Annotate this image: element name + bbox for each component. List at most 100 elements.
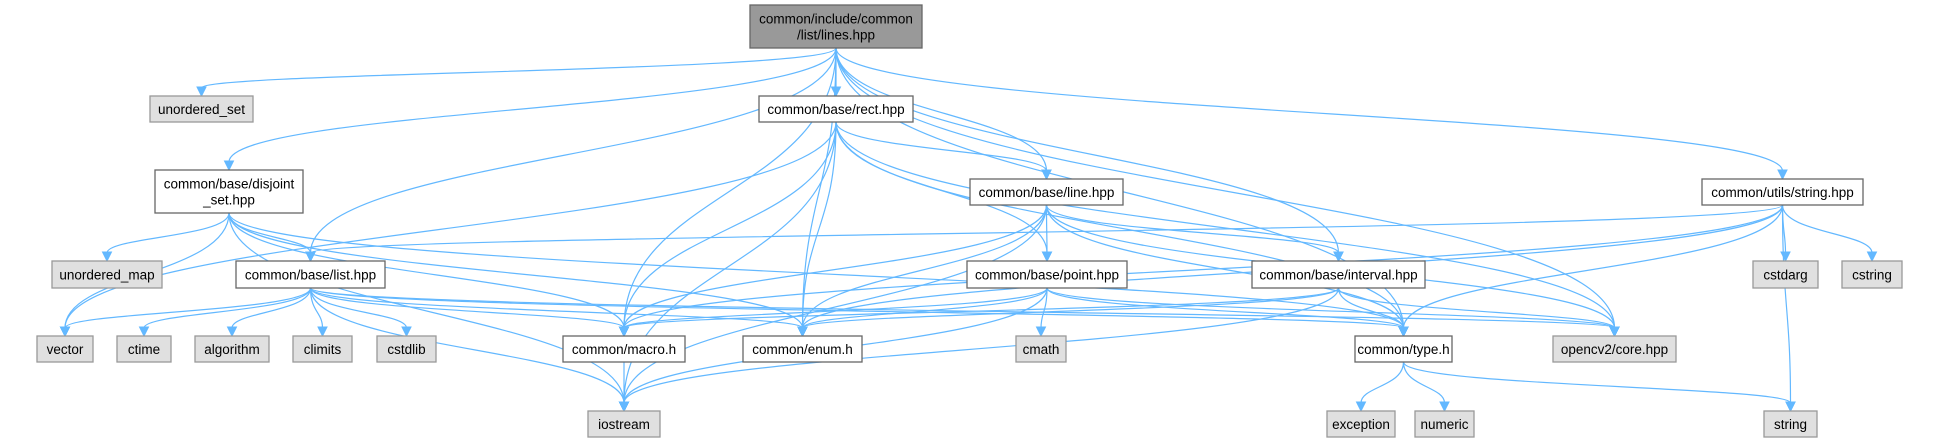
- edge-strutil-to-cstring: [1781, 204, 1873, 254]
- arrowhead-macro-to-iostream: [618, 401, 630, 413]
- node-cmath: cmath: [1015, 335, 1067, 363]
- node-cstring-label: cstring: [1852, 268, 1892, 283]
- node-cmath-box: [1015, 335, 1067, 363]
- node-algorithm-box: [194, 335, 270, 363]
- node-disjoint-label: _set.hpp: [202, 193, 255, 208]
- node-uset-label: unordered_set: [158, 102, 245, 117]
- node-lines-box: [749, 4, 923, 49]
- node-exception: exception: [1326, 410, 1396, 438]
- node-opencv: opencv2/core.hpp: [1552, 335, 1677, 363]
- arrowhead-type-to-exception: [1355, 401, 1367, 413]
- node-numeric-box: [1414, 410, 1475, 438]
- node-macro[interactable]: common/macro.h: [562, 335, 686, 363]
- node-numeric-label: numeric: [1420, 417, 1468, 432]
- edge-line-to-iostream: [623, 204, 1048, 404]
- arrowhead-strutil-to-cstring: [1866, 251, 1878, 263]
- arrowhead-lines-to-disjoint: [223, 160, 235, 172]
- edge-interval-to-opencv: [1337, 287, 1616, 329]
- node-iostream-box: [587, 410, 661, 438]
- node-cstdlib-label: cstdlib: [387, 342, 425, 357]
- arrowhead-lines-to-rect: [830, 86, 842, 98]
- arrowhead-lines-to-strutil: [1777, 169, 1788, 181]
- node-line-box: [969, 178, 1124, 206]
- edge-disjoint-to-macro: [228, 212, 625, 329]
- edge-rect-to-opencv: [835, 121, 1616, 329]
- node-interval-box: [1251, 260, 1426, 289]
- edge-list-to-ctime: [143, 287, 312, 329]
- node-list-label: common/base/list.hpp: [245, 268, 376, 283]
- node-rect-box: [758, 95, 914, 123]
- edge-rect-to-enum: [801, 121, 837, 329]
- node-disjoint-label: common/base/disjoint: [164, 177, 295, 192]
- node-strutil[interactable]: common/utils/string.hpp: [1701, 178, 1864, 206]
- edge-list-to-vector: [64, 287, 312, 329]
- node-numeric: numeric: [1414, 410, 1475, 438]
- edge-list-to-type: [309, 287, 1405, 329]
- edge-lines-to-line: [835, 47, 1048, 172]
- node-umap: unordered_map: [51, 260, 163, 289]
- node-line[interactable]: common/base/line.hpp: [969, 178, 1124, 206]
- node-enum[interactable]: common/enum.h: [742, 335, 863, 363]
- arrowhead-lines-to-uset: [196, 86, 207, 98]
- edge-rect-to-type: [835, 121, 1405, 329]
- node-rect[interactable]: common/base/rect.hpp: [758, 95, 914, 123]
- edge-interval-to-type: [1337, 287, 1405, 329]
- node-ctime: ctime: [116, 335, 172, 363]
- node-interval[interactable]: common/base/interval.hpp: [1251, 260, 1426, 289]
- arrowhead-point-to-cmath: [1035, 326, 1047, 338]
- edge-list-to-macro: [309, 287, 625, 329]
- node-exception-label: exception: [1332, 417, 1390, 432]
- edge-lines-to-disjoint: [228, 47, 837, 163]
- node-lines-label: common/include/common: [759, 12, 913, 27]
- edge-type-to-numeric: [1402, 361, 1446, 404]
- node-string: string: [1763, 410, 1818, 438]
- edges-layer: [59, 47, 1878, 413]
- arrowhead-interval-to-macro: [618, 326, 630, 338]
- node-macro-box: [562, 335, 686, 363]
- node-list-box: [235, 260, 386, 289]
- arrowhead-list-to-climits: [317, 326, 328, 338]
- node-cstdlib: cstdlib: [376, 335, 437, 363]
- arrowhead-line-to-interval: [1333, 251, 1344, 263]
- node-cstdlib-box: [376, 335, 437, 363]
- node-point-label: common/base/point.hpp: [975, 268, 1119, 283]
- arrowhead-type-to-string: [1785, 401, 1796, 413]
- edge-disjoint-to-umap: [106, 212, 230, 254]
- arrowhead-list-to-cstdlib: [401, 326, 412, 338]
- edge-lines-to-strutil: [835, 47, 1784, 172]
- arrowhead-interval-to-opencv: [1609, 326, 1620, 338]
- node-lines[interactable]: common/include/common/list/lines.hpp: [749, 4, 923, 49]
- edge-list-to-iostream: [309, 287, 625, 404]
- node-line-label: common/base/line.hpp: [979, 185, 1115, 200]
- arrowhead-interval-to-enum: [797, 326, 808, 338]
- edge-disjoint-to-iostream: [228, 212, 625, 404]
- edge-strutil-to-string: [1781, 204, 1792, 404]
- arrowhead-line-to-point: [1041, 251, 1053, 263]
- edge-list-to-cstdlib: [309, 287, 408, 329]
- nodes-layer: common/include/common/list/lines.hpp unor…: [36, 4, 1903, 438]
- edge-lines-to-list: [309, 47, 837, 254]
- node-disjoint-box: [154, 169, 304, 214]
- edge-point-to-type: [1046, 287, 1405, 329]
- node-type[interactable]: common/type.h: [1354, 335, 1453, 363]
- node-point[interactable]: common/base/point.hpp: [966, 260, 1128, 289]
- node-interval-label: common/base/interval.hpp: [1259, 268, 1417, 283]
- edge-interval-to-iostream: [623, 287, 1340, 404]
- node-list[interactable]: common/base/list.hpp: [235, 260, 386, 289]
- node-string-label: string: [1774, 417, 1807, 432]
- node-uset-box: [149, 95, 254, 123]
- node-rect-label: common/base/rect.hpp: [767, 102, 904, 117]
- node-algorithm: algorithm: [194, 335, 270, 363]
- node-lines-label: /list/lines.hpp: [797, 28, 875, 43]
- edge-rect-to-vector: [64, 121, 837, 329]
- node-disjoint[interactable]: common/base/disjoint_set.hpp: [154, 169, 304, 214]
- node-cstdarg-label: cstdarg: [1763, 268, 1807, 283]
- node-climits: climits: [292, 335, 353, 363]
- node-climits-label: climits: [304, 342, 342, 357]
- node-ctime-label: ctime: [128, 342, 160, 357]
- node-cstdarg-box: [1752, 260, 1819, 289]
- node-iostream-label: iostream: [598, 417, 650, 432]
- edge-lines-to-interval: [835, 47, 1340, 254]
- node-opencv-label: opencv2/core.hpp: [1561, 342, 1668, 357]
- node-iostream: iostream: [587, 410, 661, 438]
